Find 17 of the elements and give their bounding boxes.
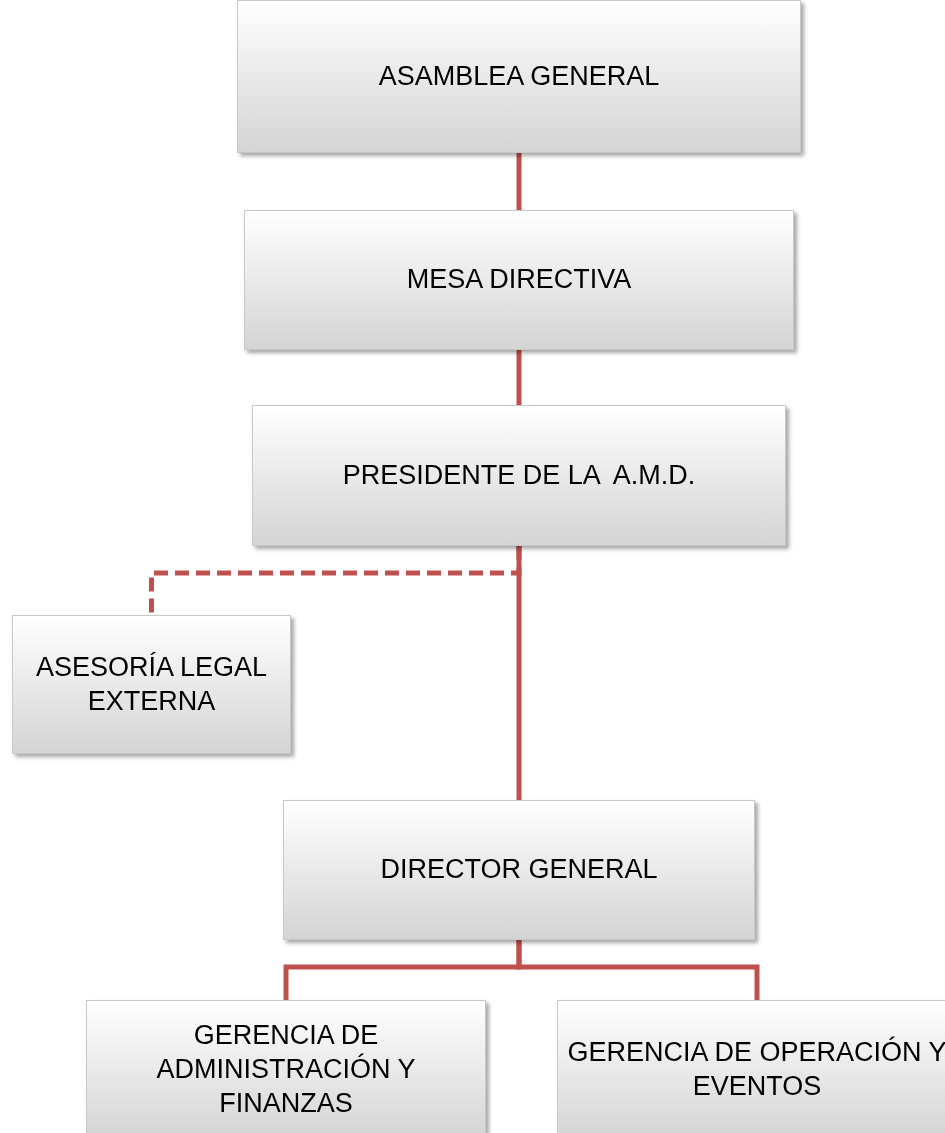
box-label: ASESORÍA LEGAL EXTERNA bbox=[34, 650, 269, 718]
box-label: ASAMBLEA GENERAL bbox=[378, 59, 660, 93]
connector-line bbox=[516, 940, 760, 1000]
connector-line bbox=[516, 153, 522, 210]
org-box bbox=[252, 405, 786, 546]
org-box bbox=[283, 800, 755, 940]
box-label: PRESIDENTE DE LA A.M.D. bbox=[342, 458, 696, 492]
org-box bbox=[557, 1000, 945, 1133]
org-box bbox=[244, 210, 794, 350]
box-label: MESA DIRECTIVA bbox=[406, 263, 632, 297]
connector-line bbox=[149, 546, 522, 615]
box-label: DIRECTOR GENERAL bbox=[380, 853, 658, 887]
org-box bbox=[12, 615, 291, 754]
connector-line bbox=[516, 350, 522, 405]
box-label: GERENCIA DE ADMINISTRACIÓN Y FINANZAS bbox=[155, 1019, 417, 1120]
org-box bbox=[86, 1000, 486, 1133]
org-box bbox=[237, 0, 801, 153]
